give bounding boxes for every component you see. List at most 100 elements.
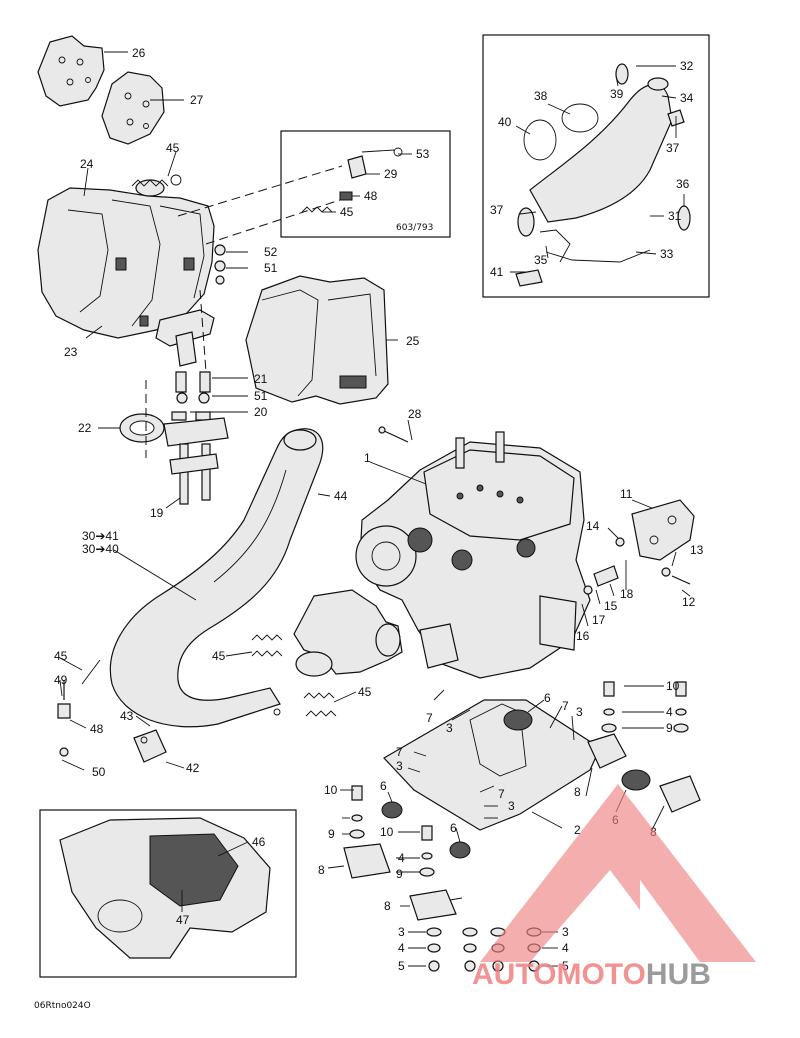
callout-45-far-left: 45 xyxy=(54,649,68,663)
watermark-brand: AUTOMOTOHUB xyxy=(472,958,711,991)
callout-3-upper: 3 xyxy=(446,721,453,735)
callout-3-mid: 3 xyxy=(576,705,583,719)
callout-7-center: 7 xyxy=(498,787,505,801)
callout-17: 17 xyxy=(592,613,606,627)
callout-4-right: 4 xyxy=(666,705,673,719)
rivet-28 xyxy=(378,426,409,443)
callout-2: 2 xyxy=(574,823,581,837)
callout-27: 27 xyxy=(190,93,204,107)
callout-9-right: 9 xyxy=(666,721,673,735)
callout-10-left: 10 xyxy=(324,783,338,797)
small-hardware-12-18 xyxy=(583,537,691,595)
callout-45-top: 45 xyxy=(166,141,180,155)
nut-52-51-stack xyxy=(214,244,226,285)
callout-51-lower: 51 xyxy=(254,389,268,403)
cover-plate-11 xyxy=(631,499,695,561)
callout-52: 52 xyxy=(264,245,278,259)
callout-14: 14 xyxy=(586,519,600,533)
callout-7-mid: 7 xyxy=(562,699,569,713)
callout-39: 39 xyxy=(610,87,624,101)
callout-1: 1 xyxy=(364,451,371,465)
inset-box-muffler-springs xyxy=(280,130,451,238)
callout-46: 46 xyxy=(252,835,266,849)
callout-9-center: 9 xyxy=(396,867,403,881)
callout-44: 44 xyxy=(334,489,348,503)
callout-20: 20 xyxy=(254,405,268,419)
callout-35: 35 xyxy=(534,253,548,267)
callout-37-lower: 37 xyxy=(490,203,504,217)
inset-reference: 603/793 xyxy=(396,223,433,233)
callout-6-left: 6 xyxy=(380,779,387,793)
springs-45-exhaust xyxy=(251,634,337,717)
inset-box-tuned-pipe xyxy=(482,34,710,298)
callout-13: 13 xyxy=(690,543,704,557)
callout-33: 33 xyxy=(660,247,674,261)
heat-shield-27 xyxy=(101,71,165,145)
callout-5-bottom-left: 5 xyxy=(398,959,405,973)
engine-1 xyxy=(355,431,591,679)
callout-50: 50 xyxy=(92,765,106,779)
callout-3-left: 3 xyxy=(396,759,403,773)
callout-9-left: 9 xyxy=(328,827,335,841)
callout-4-bottom-right: 4 xyxy=(562,941,569,955)
callout-3-bottom-left: 3 xyxy=(398,925,405,939)
belly-pan-46-47 xyxy=(59,817,271,959)
heat-shield-26 xyxy=(37,35,105,107)
left-bracket-42 xyxy=(133,729,167,763)
tuned-pipe-30 xyxy=(109,428,324,728)
callout-4-center: 4 xyxy=(398,851,405,865)
callout-7-upper: 7 xyxy=(426,711,433,725)
callout-5-bottom-right: 5 xyxy=(562,959,569,973)
callout-10-center: 10 xyxy=(380,825,394,839)
callout-8-left: 8 xyxy=(318,863,325,877)
callout-36: 36 xyxy=(676,177,690,191)
callout-45-left: 45 xyxy=(212,649,226,663)
inset-spring-bracket xyxy=(301,147,403,213)
callout-38: 38 xyxy=(534,89,548,103)
callout-11: 11 xyxy=(620,487,633,501)
muffler-cover-25 xyxy=(245,275,389,405)
callout-37-upper: 37 xyxy=(666,141,680,155)
callout-10-right: 10 xyxy=(666,679,680,693)
inset-box-belly-pan xyxy=(39,809,297,978)
callout-24: 24 xyxy=(80,157,94,171)
callout-40: 40 xyxy=(498,115,512,129)
callout-22: 22 xyxy=(78,421,92,435)
callout-21: 21 xyxy=(254,372,268,386)
callout-7-left: 7 xyxy=(396,745,403,759)
callout-3-bottom-right: 3 xyxy=(562,925,569,939)
inset-tuned-pipe-31 xyxy=(529,63,673,223)
callout-30-40: 30➔40 xyxy=(82,542,119,556)
callout-48-left: 48 xyxy=(90,722,104,736)
callout-31: 31 xyxy=(668,209,682,223)
inset-heatshield-33-35 xyxy=(539,229,651,263)
callout-16: 16 xyxy=(576,629,590,643)
watermark-logo: AUTOMOTOHUB xyxy=(472,784,756,991)
brackets-8 xyxy=(343,733,701,921)
callout-29: 29 xyxy=(384,167,398,181)
callout-6-center: 6 xyxy=(450,821,457,835)
muffler-bracket-23 xyxy=(155,309,215,367)
guide-line-1 xyxy=(177,165,343,217)
callout-8-center: 8 xyxy=(384,899,391,913)
callout-49: 49 xyxy=(54,673,68,687)
callout-3-center: 3 xyxy=(508,799,515,813)
callout-51-upper: 51 xyxy=(264,261,278,275)
callout-43: 43 xyxy=(120,709,134,723)
callout-45-inset: 45 xyxy=(340,205,354,219)
left-hardware-48-50 xyxy=(57,659,101,757)
rubber-mounts-6 xyxy=(381,709,651,859)
figure-code: 06Rtno024O xyxy=(34,1001,91,1011)
callout-12: 12 xyxy=(682,595,696,609)
callout-32: 32 xyxy=(680,59,694,73)
hardware-stack-left xyxy=(349,785,435,877)
spring-45-top xyxy=(131,174,182,187)
callout-23: 23 xyxy=(64,345,78,359)
callout-42: 42 xyxy=(186,761,200,775)
watermark-brand-part1: AUTOMOTO xyxy=(472,958,646,991)
gasket-22 xyxy=(119,413,165,443)
callout-18: 18 xyxy=(620,587,634,601)
watermark-brand-part2: HUB xyxy=(646,958,711,991)
callout-8-mid: 8 xyxy=(574,785,581,799)
callout-30-41: 30➔41 xyxy=(82,529,119,543)
